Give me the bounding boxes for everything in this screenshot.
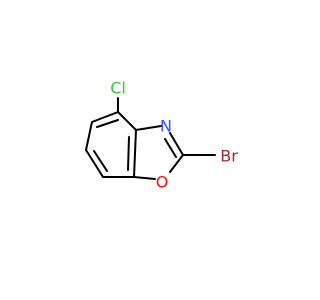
bond-c7a-c3a xyxy=(133,129,137,178)
bond-n-c2-inner xyxy=(164,138,177,158)
bond-c6-c7 xyxy=(85,149,104,178)
bond-c7a-c3a-inner xyxy=(127,136,130,171)
bond-o-c7a xyxy=(133,176,156,180)
oxygen-label: O xyxy=(156,173,169,192)
chlorine-label: Cl xyxy=(110,79,126,98)
atom-labels: Cl N O Br xyxy=(110,79,238,192)
bond-c2-o xyxy=(169,154,184,173)
bond-c4-c5 xyxy=(91,111,119,123)
bond-c3a-n xyxy=(135,125,162,131)
bond-c5-c6 xyxy=(85,121,93,151)
structure-drawing: Cl N O Br xyxy=(85,79,238,192)
bond-n-c2 xyxy=(169,132,184,156)
bond-c3a-c4 xyxy=(117,111,137,131)
bond-c4-c5-inner xyxy=(96,119,119,128)
nitrogen-label: N xyxy=(160,117,172,136)
molecule-diagram: Cl N O Br xyxy=(85,79,238,192)
bond-c6-c7-inner xyxy=(93,150,108,172)
bonds xyxy=(85,97,216,180)
bromine-label: Br xyxy=(220,147,238,166)
